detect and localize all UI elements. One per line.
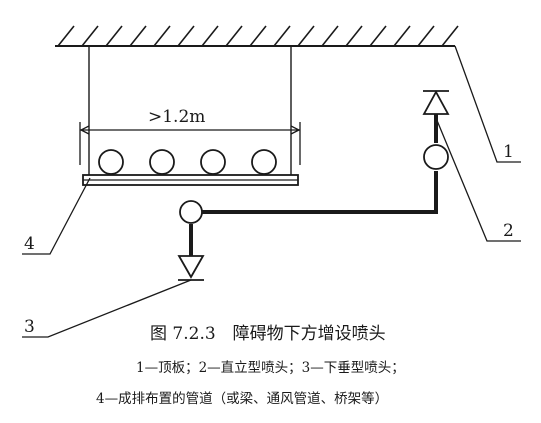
caption-legend-line-2: 4—成排布置的管道（或梁、通风管道、桥架等） [96, 390, 388, 407]
pipe-circle [200, 149, 226, 175]
callout-3: 3 [24, 317, 35, 337]
pipe-circle [98, 149, 124, 175]
pipe-row [98, 149, 277, 175]
leader-lines [22, 45, 521, 338]
ceiling-slab [55, 25, 459, 47]
leader-1 [454, 45, 521, 163]
dimension-label: >1.2m [148, 107, 205, 127]
support-tray [82, 174, 299, 186]
pipe-circle [251, 149, 277, 175]
caption-legend-line-1: 1—顶板；2—直立型喷头；3—下垂型喷头； [136, 360, 405, 376]
tee-fitting [179, 200, 203, 224]
pendent-sprinkler [177, 255, 205, 281]
leader-4 [22, 177, 91, 255]
caption-title: 图 7.2.3 障碍物下方增设喷头 [150, 324, 386, 344]
ceiling-hatching [57, 25, 459, 47]
hanger-rods [88, 46, 292, 176]
callout-4: 4 [24, 234, 35, 254]
dimension-line [79, 122, 301, 165]
callout-1: 1 [503, 142, 514, 162]
pipe-circle [149, 149, 175, 175]
leader-3 [22, 279, 192, 338]
upright-sprinkler [422, 90, 450, 170]
leader-2 [435, 117, 521, 242]
callout-2: 2 [503, 221, 514, 241]
